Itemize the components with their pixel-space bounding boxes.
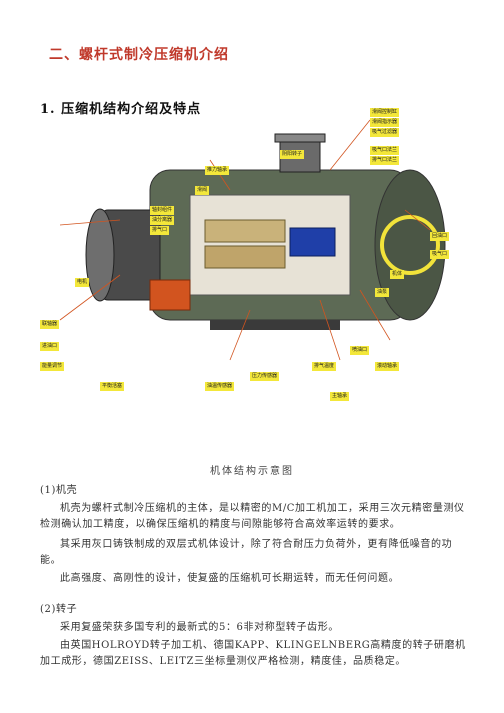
figure-caption: 机体结构示意图: [210, 466, 294, 477]
figure-label: 排气口: [150, 226, 170, 235]
figure-label: 电机: [75, 278, 90, 287]
figure-label: 联轴器: [40, 320, 60, 329]
figure-label: 喷油口: [350, 346, 370, 355]
section-heading: (1)机壳: [40, 485, 78, 496]
figure-label: 推力轴承: [205, 166, 230, 175]
figure-label: 回油口: [430, 232, 450, 241]
figure-label: 滑阀: [195, 186, 210, 195]
subsection-title: 1. 压缩机结构介绍及特点: [40, 102, 202, 117]
figure-label: 平衡活塞: [100, 382, 125, 391]
figure-label: 进油口: [40, 342, 60, 351]
figure-label: 吸气口法兰: [370, 146, 400, 155]
base-foot: [210, 320, 340, 330]
paragraph: 机壳为螺杆式制冷压缩机的主体，是以精密的M/C加工机加工，采用三次元精密量测仪检…: [40, 503, 465, 530]
figure-label: 主轴承: [330, 392, 350, 401]
figure-label: 排气口法兰: [370, 156, 400, 165]
paragraph: 此高强度、高刚性的设计，使复盛的压缩机可长期运转，而无任何问题。: [60, 573, 400, 584]
flange: [85, 208, 115, 302]
figure-label: 排气温度: [312, 362, 337, 371]
figure-label: 油温传感器: [205, 382, 235, 391]
figure-label: 滑阀指示器: [370, 118, 400, 127]
figure-label: 油分离器: [150, 216, 175, 225]
paragraph: 采用复盛荣获多国专利的最新式的5：6非对称型转子齿形。: [60, 622, 339, 633]
figure-label: 滚动轴承: [375, 362, 400, 371]
figure-label: 阴阳转子: [280, 150, 305, 159]
paragraph: 其采用灰口铸铁制成的双层式机体设计，除了符合耐压力负荷外，更有降低噪音的功能。: [40, 539, 453, 566]
rotor-female: [204, 245, 286, 269]
compressor-cutaway-figure: 滑阀控制缸 滑阀指示器 吸气过滤器 吸气口法兰 排气口法兰 阴阳转子 推力轴承 …: [30, 100, 480, 440]
figure-label: 能量调节: [40, 362, 65, 371]
paragraph: 由英国HOLROYD转子加工机、德国KAPP、KLINGELNBERG高精度的转…: [40, 640, 466, 667]
figure-label: 机体: [390, 270, 405, 279]
rotor-male: [204, 219, 286, 243]
slide-valve: [289, 227, 336, 257]
figure-label: 轴封组件: [150, 206, 175, 215]
figure-label: 滑阀控制缸: [370, 108, 400, 117]
figure-label: 油泵: [375, 288, 390, 297]
figure-label: 吸气过滤器: [370, 128, 400, 137]
section-title: 二、螺杆式制冷压缩机介绍: [49, 47, 229, 63]
end-cover: [374, 169, 446, 321]
top-valve-cap: [274, 133, 326, 143]
yellow-seal-ring: [380, 215, 440, 275]
figure-label: 吸气口: [430, 250, 450, 259]
figure-label: 压力传感器: [250, 372, 280, 381]
orange-section: [149, 279, 191, 311]
section-heading: (2)转子: [40, 604, 78, 615]
